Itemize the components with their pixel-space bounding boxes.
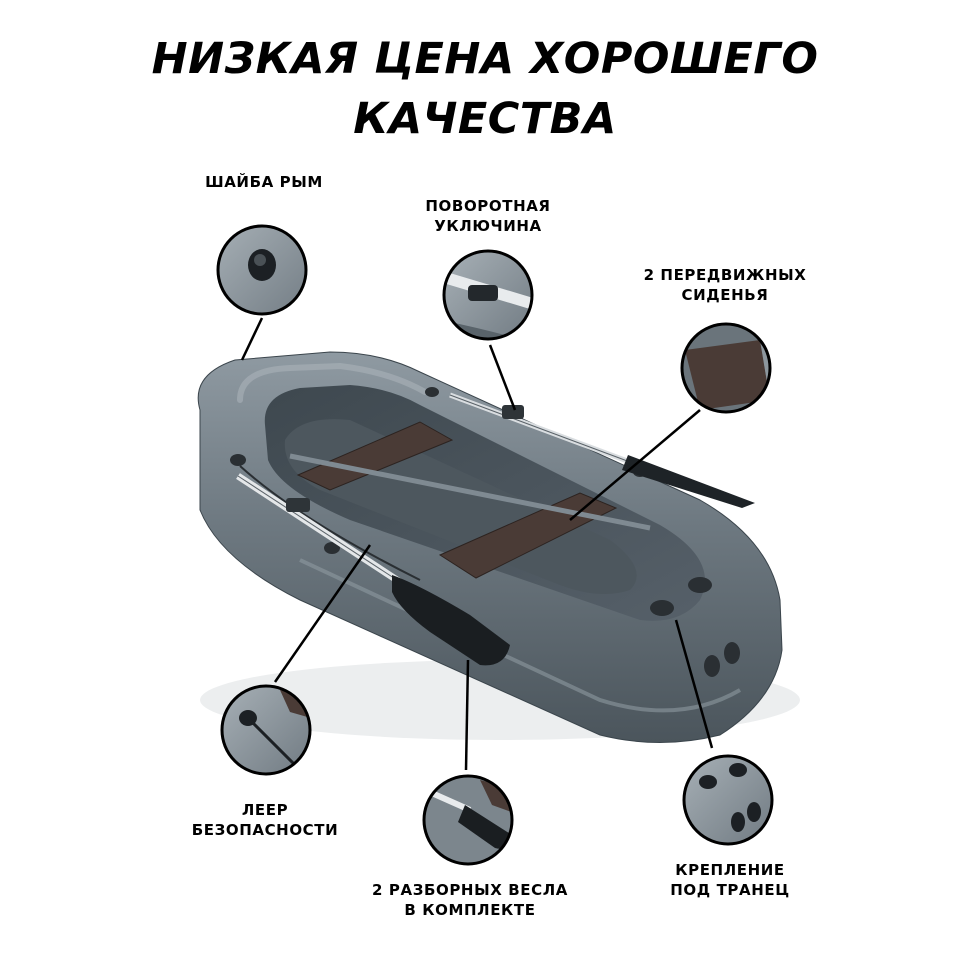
callout-transom-label: КРЕПЛЕНИЕ ПОД ТРАНЕЦ — [670, 861, 790, 899]
callout-seats-label: 2 ПЕРЕДВИЖНЫХ СИДЕНЬЯ — [643, 266, 807, 304]
washer-zoom — [216, 224, 308, 316]
callout-rope-label: ЛЕЕР БЕЗОПАСНОСТИ — [191, 801, 339, 839]
leader-lines — [240, 317, 714, 771]
oarlock-zoom — [442, 249, 534, 341]
headline-line-1: НИЗКАЯ ЦЕНА ХОРОШЕГО — [151, 34, 819, 84]
transom-zoom — [682, 754, 774, 846]
callout-washer-label: ШАЙБА РЫМ — [205, 173, 323, 191]
seat-back — [296, 421, 454, 491]
seat-zoom — [680, 322, 772, 414]
headline-line-2: КАЧЕСТВА — [353, 94, 617, 144]
far-oar — [449, 392, 755, 508]
near-oar — [236, 473, 510, 666]
callout-oarlock-label: ПОВОРОТНАЯ УКЛЮЧИНА — [425, 197, 551, 235]
oars-zoom — [422, 774, 514, 866]
boat — [197, 351, 800, 743]
callout-oars-label: 2 РАЗБОРНЫХ ВЕСЛА В КОМПЛЕКТЕ — [372, 881, 568, 919]
